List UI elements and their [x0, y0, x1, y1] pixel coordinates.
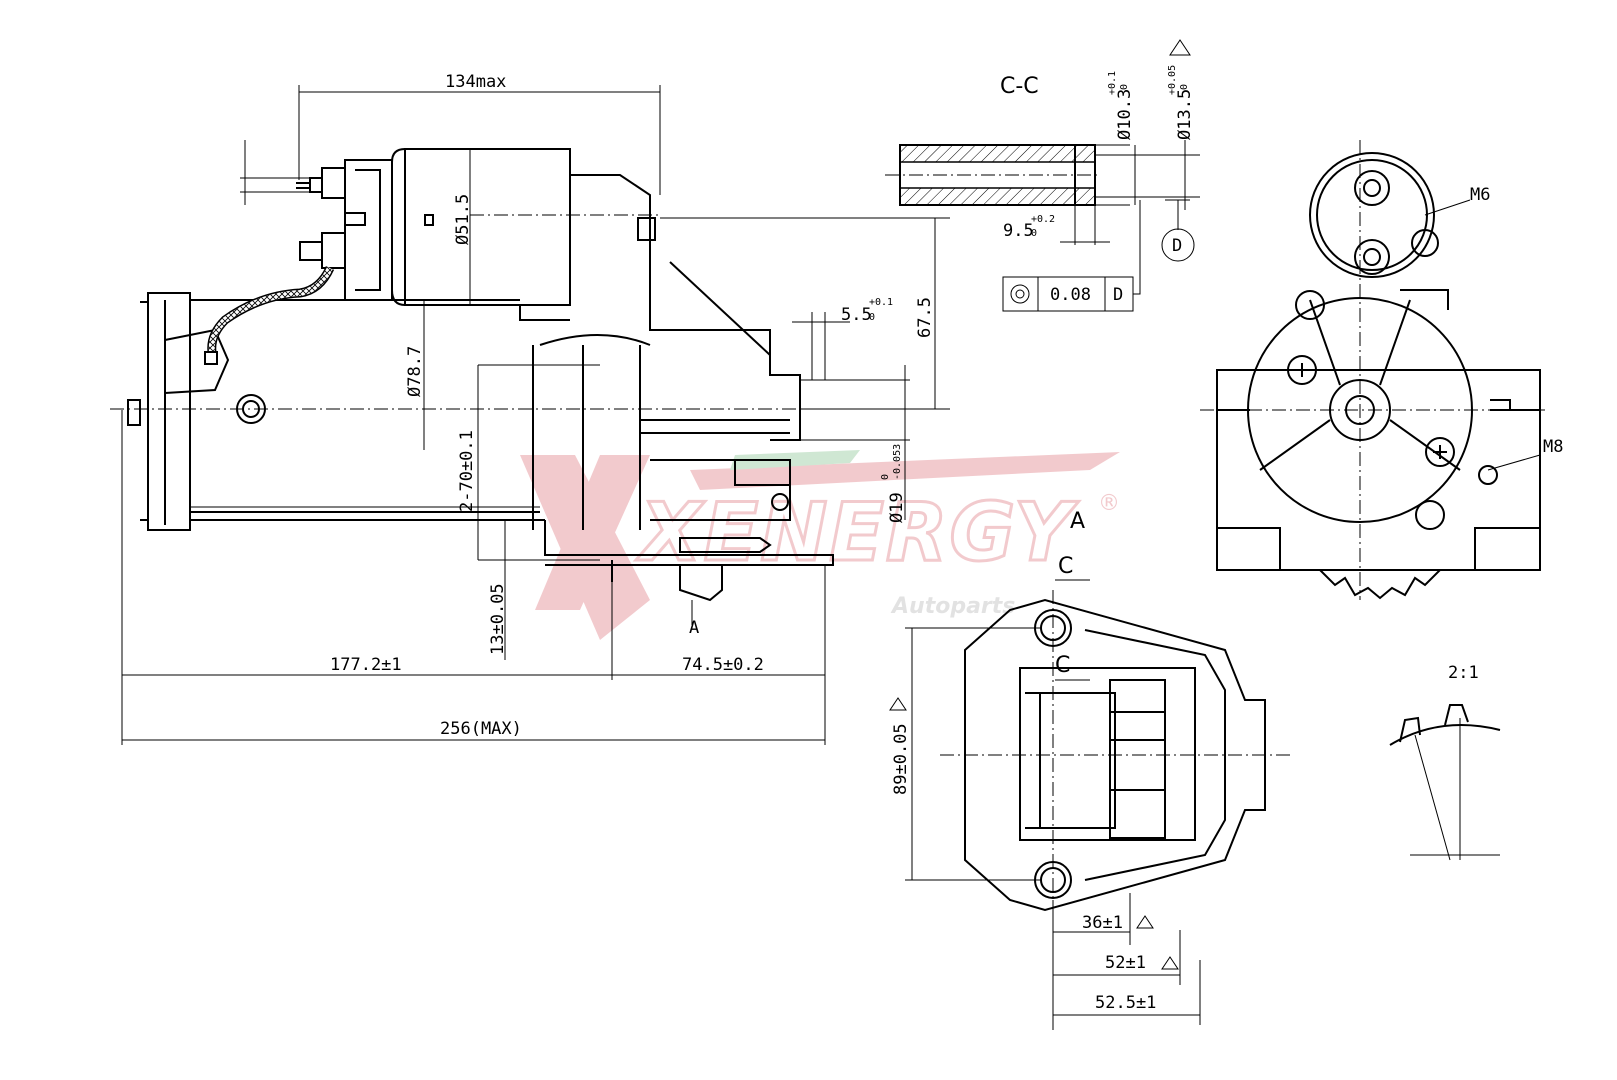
view-label-c-lower: C: [1055, 653, 1070, 678]
dim-10-3-tol-lo: 0: [1119, 84, 1130, 90]
dim-10-3: Ø10.3: [1115, 89, 1135, 140]
dim-52-5: 52.5±1: [1095, 993, 1156, 1013]
end-view: M6 M8: [1200, 140, 1563, 600]
dim-5-5-tol-up: +0.1: [869, 297, 893, 308]
dim-36: 36±1: [1082, 913, 1123, 933]
dim-177-2: 177.2±1: [330, 655, 402, 675]
dim-13-5-tol-up: +0.05: [1167, 65, 1178, 95]
datum-d-circle: D: [1172, 236, 1182, 256]
dim-67-5: 67.5: [915, 297, 935, 338]
watermark-swoosh-green: [730, 450, 860, 470]
dim-89: 89±0.05: [891, 723, 911, 795]
dim-9-5-tol-lo: 0: [1031, 228, 1037, 239]
view-a-flange: A C C 89±0.05 36±1 52±1 52.5±1: [889, 509, 1290, 1030]
dim-19-tol-lo: -0.053: [892, 444, 903, 480]
dim-5-5: 5.5: [841, 305, 872, 325]
watermark-subtitle: Autoparts: [890, 594, 1015, 619]
gdt-datum: D: [1113, 285, 1123, 305]
dim-19: Ø19: [887, 492, 907, 523]
dim-13-5-tol-lo: 0: [1179, 84, 1190, 90]
side-view-dimensions: 134max Ø51.5 Ø78.7 2-70±0.1 13±0.05 177.…: [121, 72, 950, 745]
view-label-a: A: [1070, 509, 1085, 534]
dim-2-70: 2-70±0.1: [457, 430, 477, 512]
dim-19-tol-up: 0: [880, 474, 891, 480]
dim-74-5: 74.5±0.2: [682, 655, 764, 675]
scale-label: 2:1: [1448, 663, 1479, 683]
view-label-c-upper: C: [1058, 554, 1073, 579]
side-view: [110, 148, 915, 602]
watermark-registered: ®: [1098, 491, 1120, 516]
dim-134max: 134max: [445, 72, 506, 92]
dim-13: 13±0.05: [488, 583, 508, 655]
dim-10-3-tol-up: +0.1: [1107, 71, 1118, 95]
detail-2-1: 2:1: [1389, 663, 1501, 861]
arrow-label-a: A: [689, 618, 699, 638]
thread-label-m6: M6: [1470, 185, 1490, 205]
brand-watermark: XENERGY ® Autoparts: [520, 450, 1120, 640]
dim-13-5: Ø13.5: [1175, 89, 1195, 140]
watermark-x-right: [535, 455, 650, 610]
section-label-c-c: C-C: [1000, 74, 1039, 99]
dim-5-5-tol-lo: 0: [869, 312, 875, 323]
thread-label-m8-side: M8: [1543, 437, 1563, 457]
dim-256-max: 256(MAX): [440, 719, 522, 739]
dim-52: 52±1: [1105, 953, 1146, 973]
section-c-c: C-C Ø10.3 +0.1 0 Ø13.5 +0.05 0 9.5 +0.2 …: [885, 39, 1200, 312]
dim-9-5: 9.5: [1003, 221, 1034, 241]
dim-9-5-tol-up: +0.2: [1031, 214, 1055, 225]
gdt-value: 0.08: [1050, 285, 1091, 305]
dim-51-5: Ø51.5: [453, 194, 473, 245]
dim-78-7: Ø78.7: [405, 346, 425, 397]
